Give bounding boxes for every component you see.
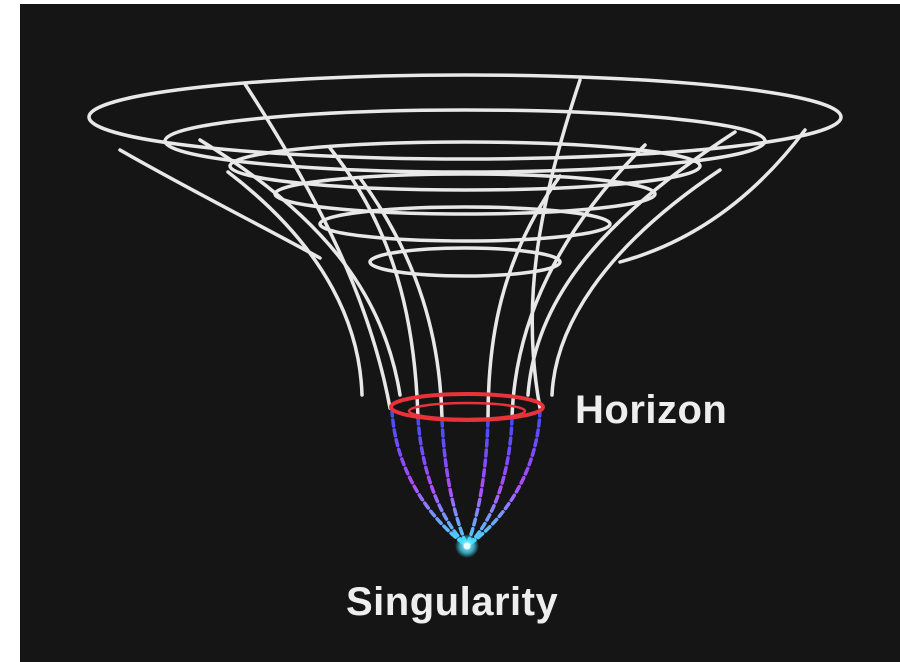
grid-ring xyxy=(163,108,767,174)
grid-meridian xyxy=(358,176,444,420)
grid-meridian xyxy=(198,138,402,397)
grid-ring xyxy=(228,140,702,192)
grid-meridian xyxy=(226,170,364,397)
inner-meridian xyxy=(465,416,514,548)
grid-ring xyxy=(87,73,843,161)
grid-meridian xyxy=(510,143,647,420)
inner-meridian xyxy=(465,408,542,548)
horizon-ring-inner xyxy=(407,401,527,421)
horizon-label: Horizon xyxy=(575,388,728,432)
grid-meridian xyxy=(328,146,420,420)
grid-meridian xyxy=(118,148,322,260)
inner-funnel-lines xyxy=(390,408,542,548)
grid-meridian xyxy=(486,174,562,420)
grid-ring xyxy=(318,205,612,243)
grid-meridian xyxy=(530,78,582,410)
funnel-grid-rings xyxy=(87,73,843,278)
inner-meridian xyxy=(465,418,490,548)
singularity-point xyxy=(455,534,479,558)
grid-meridian xyxy=(618,128,807,264)
funnel-grid-meridians xyxy=(118,78,807,420)
grid-meridian xyxy=(550,168,722,397)
event-horizon xyxy=(389,392,545,422)
grid-ring xyxy=(368,246,562,278)
inner-meridian xyxy=(390,408,469,548)
grid-meridian xyxy=(526,130,737,397)
singularity-label: Singularity xyxy=(346,580,559,624)
grid-meridian xyxy=(243,82,392,410)
